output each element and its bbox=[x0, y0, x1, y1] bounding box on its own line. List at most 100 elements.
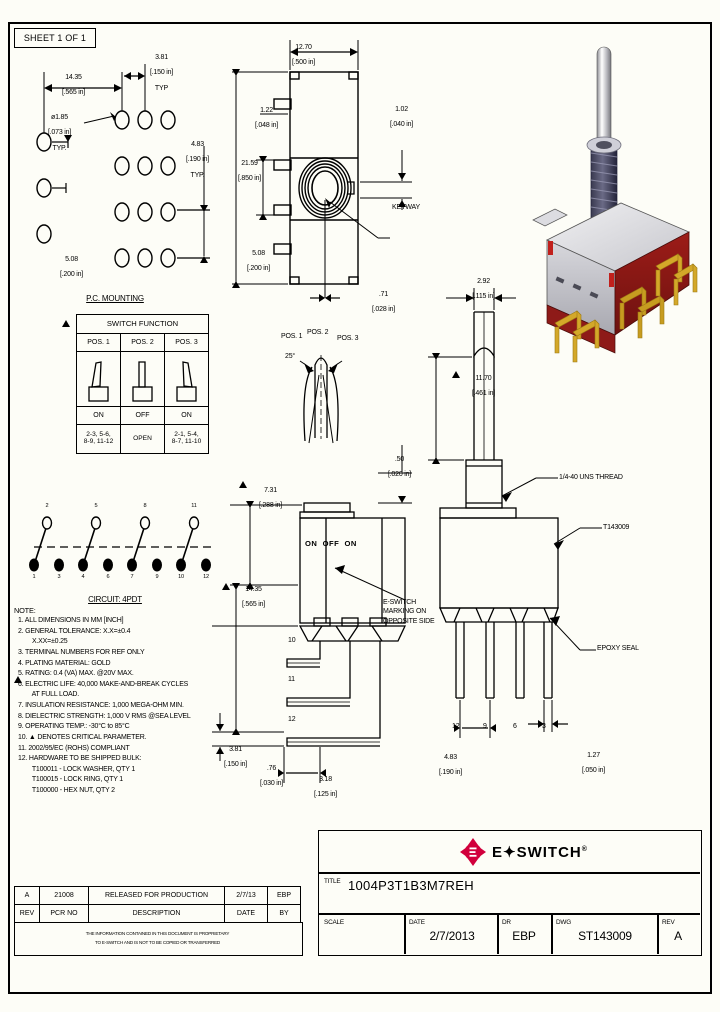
pin-label-10: 10 bbox=[288, 637, 296, 644]
note-item: 6. ELECTRIC LIFE: 40,000 MAKE-AND-BREAK … bbox=[18, 680, 189, 688]
side-pin-label-3: 3 bbox=[542, 723, 546, 730]
note-item: T100000 - HEX NUT, QTY 2 bbox=[18, 787, 115, 794]
proprietary-notice-line1: THE INFORMATION CONTAINED IN THIS DOCUME… bbox=[85, 931, 230, 936]
critical-marker-note4 bbox=[14, 676, 22, 683]
rev-row-rev: A bbox=[14, 886, 40, 905]
dim-pc-4-83: 4.83 [.190 in] TYP. bbox=[185, 140, 210, 180]
scale-label: SCALE bbox=[324, 919, 344, 926]
callout-part-number: T143009 bbox=[603, 524, 630, 531]
dim-front-0-76: .76 [.030 in] bbox=[259, 764, 284, 788]
terminal-label-11: 11 bbox=[191, 503, 197, 509]
note-item: 12. HARDWARE TO BE SHIPPED BULK: bbox=[18, 755, 142, 763]
dim-top-1-02: 1.02 [.040 in] bbox=[389, 105, 414, 129]
side-pin-label-6: 6 bbox=[513, 723, 517, 730]
dim-side-4-83: 4.83 [.190 in] bbox=[438, 753, 463, 777]
terminal-label-4: 4 bbox=[81, 574, 85, 580]
toggle-angle-label: 25° bbox=[285, 353, 295, 360]
notes-heading: NOTE: bbox=[14, 606, 36, 615]
dim-side-11-70: 11.70 [.461 in] bbox=[471, 374, 496, 398]
switch-icon-cell-pos1 bbox=[76, 351, 121, 407]
dwg-value: ST143009 bbox=[578, 929, 632, 943]
terminal-label-2: 2 bbox=[45, 503, 49, 509]
terminal-label-5: 5 bbox=[94, 503, 98, 509]
dim-front-14-35: 14.35 [.565 in] bbox=[241, 585, 266, 609]
date-label: DATE bbox=[409, 919, 425, 926]
dim-side-1-27: 1.27 [.050 in] bbox=[581, 751, 606, 775]
dim-front-0-50: .50 [.020 in] bbox=[387, 455, 412, 479]
dim-side-2-92: 2.92 [.115 in] bbox=[472, 277, 495, 301]
dim-top-12-70: 12.70 [.500 in] bbox=[291, 43, 316, 67]
critical-marker-11-70 bbox=[452, 371, 460, 378]
isometric-switch-render bbox=[532, 46, 698, 363]
registered-mark: ® bbox=[581, 846, 588, 853]
proprietary-notice-line2: TO E-SWITCH AND IS NOT TO BE COPIED OR T… bbox=[94, 940, 221, 945]
sheet-label-box: SHEET 1 OF 1 bbox=[14, 28, 96, 48]
rev-header-description: DESCRIPTION bbox=[88, 904, 225, 923]
eswitch-diamond-icon bbox=[460, 838, 486, 866]
toggle-left-icon bbox=[88, 361, 109, 402]
rev-row-date: 2/7/13 bbox=[224, 886, 268, 905]
rev-header-date: DATE bbox=[224, 904, 268, 923]
note-item: 3. TERMINAL NUMBERS FOR REF ONLY bbox=[18, 648, 145, 656]
callout-eswitch-marking: E-SWITCH MARKING ON OPPOSITE SIDE bbox=[383, 599, 435, 625]
dim-front-7-31: 7.31 [.288 in] bbox=[258, 486, 283, 510]
terminal-label-3: 3 bbox=[57, 574, 61, 580]
terminal-label-10: 10 bbox=[178, 574, 184, 580]
pin-label-11: 11 bbox=[288, 676, 295, 683]
terminal-label-12: 12 bbox=[203, 574, 209, 580]
note-item: 8. DIELECTRIC STRENGTH: 1,000 V RMS @SEA… bbox=[18, 712, 191, 720]
title-value: 1004P3T1B3M7REH bbox=[348, 878, 474, 893]
proprietary-notice-box bbox=[14, 922, 303, 956]
switch-function-col-pos3: POS. 3 bbox=[164, 333, 209, 352]
circuit-terminal-diagram bbox=[29, 516, 212, 572]
panel-marking-on-off-on: ON OFF ON bbox=[305, 539, 357, 548]
eswitch-logo: E✦SWITCH® bbox=[460, 838, 588, 866]
title-block-col-1 bbox=[404, 913, 406, 954]
dim-pc-14-35: 14.35 [.565 in] bbox=[61, 73, 86, 97]
note-item: 1. ALL DIMENSIONS IN MM [INCH] bbox=[18, 617, 124, 624]
note-item: 7. INSULATION RESISTANCE: 1,000 MEGA-OHM… bbox=[18, 702, 184, 709]
terminal-label-7: 7 bbox=[130, 574, 134, 580]
dim-top-5-08: 5.08 [.200 in] bbox=[246, 249, 271, 273]
front-elevation-view bbox=[212, 445, 412, 783]
eswitch-wordmark: E✦SWITCH® bbox=[492, 844, 588, 861]
terminal-label-9: 9 bbox=[155, 574, 159, 580]
switch-circuit-pos1: 2-3, 5-6, 8-9, 11-12 bbox=[76, 424, 121, 454]
rev-row-pcr: 21008 bbox=[39, 886, 89, 905]
dim-pc-1-85: ø1.85 [.073 in] TYP. bbox=[47, 113, 72, 153]
dim-pc-5-08: 5.08 [.200 in] bbox=[59, 255, 84, 279]
pin-label-12: 12 bbox=[288, 716, 296, 723]
date-value: 2/7/2013 bbox=[429, 929, 475, 943]
dr-value: EBP bbox=[512, 929, 536, 943]
switch-circuit-pos3: 2-1, 5-4, 8-7, 11-10 bbox=[164, 424, 209, 454]
note-item: 5. RATING: 0.4 (VA) MAX. @20V MAX. bbox=[18, 670, 134, 678]
circuit-caption: CIRCUIT: 4PDT bbox=[88, 595, 142, 604]
note-item: 10. ▲ DENOTES CRITICAL PARAMETER. bbox=[18, 733, 147, 741]
dim-front-3-18: 3.18 [.125 in] bbox=[313, 775, 338, 799]
terminal-label-6: 6 bbox=[106, 574, 110, 580]
dim-front-3-81: 3.81 [.150 in] bbox=[223, 745, 248, 769]
rev-value: A bbox=[674, 929, 682, 943]
side-elevation-view bbox=[428, 288, 602, 738]
note-item: T100011 - LOCK WASHER, QTY 1 bbox=[18, 765, 136, 773]
switch-function-col-pos2: POS. 2 bbox=[120, 333, 165, 352]
title-block bbox=[318, 830, 702, 956]
terminal-label-8: 8 bbox=[143, 503, 147, 509]
note-item: 4. PLATING MATERIAL: GOLD bbox=[18, 659, 111, 667]
critical-marker-7-31 bbox=[239, 481, 247, 488]
notes-list: 1. ALL DIMENSIONS IN MM [INCH]2. GENERAL… bbox=[18, 616, 224, 797]
critical-marker-14-35 bbox=[222, 583, 230, 590]
callout-thread: 1/4-40 UNS THREAD bbox=[559, 474, 623, 481]
toggle-position-view bbox=[299, 355, 343, 444]
note-item: 11. 2002/95/EC (ROHS) COMPLIANT bbox=[18, 744, 130, 752]
toggle-right-icon bbox=[176, 361, 197, 402]
top-projection-view bbox=[232, 40, 412, 302]
pc-mounting-heading: P.C. MOUNTING bbox=[86, 294, 144, 303]
rev-label: REV bbox=[662, 919, 675, 926]
rev-header-pcr: PCR NO bbox=[39, 904, 89, 923]
switch-state-pos2: OFF bbox=[120, 406, 165, 425]
note-item: AT FULL LOAD. bbox=[18, 691, 80, 699]
title-block-col-4 bbox=[657, 913, 659, 954]
rev-header-rev: REV bbox=[14, 904, 40, 923]
